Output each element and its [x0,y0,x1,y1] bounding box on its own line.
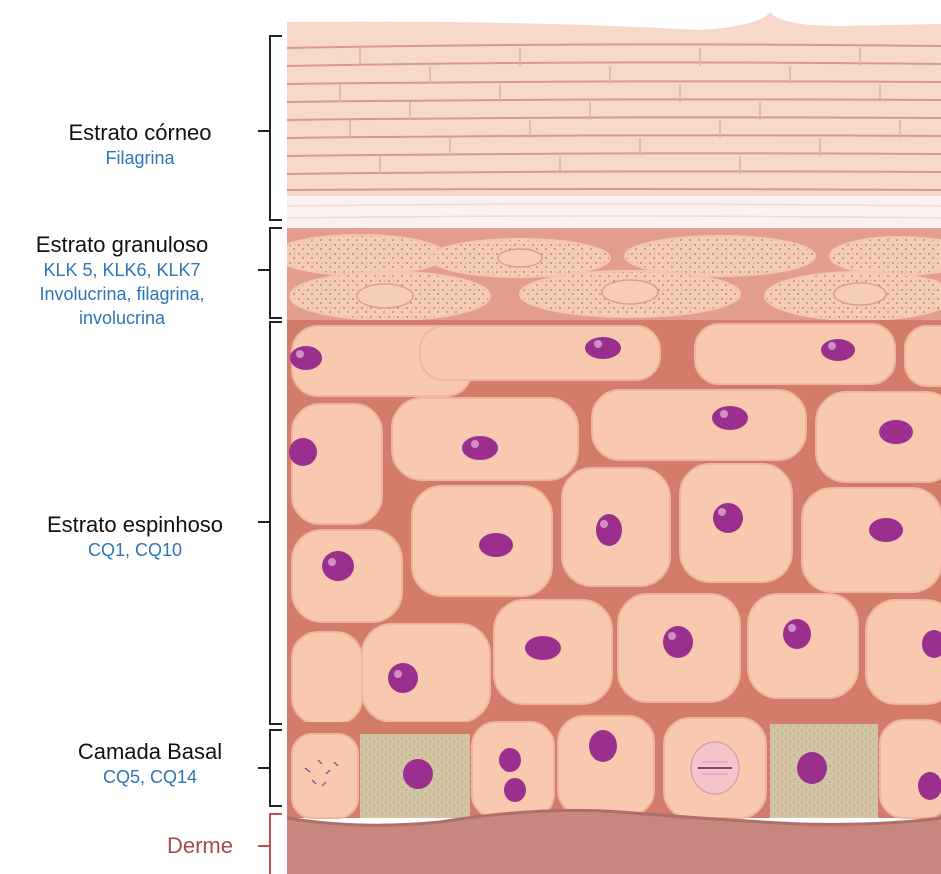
bracket-derme [258,814,282,874]
label-estrato-espinhoso-title: Estrato espinhoso [20,512,250,538]
label-camada-basal-title: Camada Basal [55,739,245,765]
bracket-granuloso [258,228,282,318]
label-estrato-espinhoso: Estrato espinhoso CQ1, CQ10 [20,512,250,562]
label-estrato-espinhoso-protein: CQ1, CQ10 [20,538,250,562]
label-derme-title: Derme [150,833,250,859]
stratum-spinosum-illustration [287,320,941,730]
label-camada-basal-protein: CQ5, CQ14 [55,765,245,789]
label-derme: Derme [150,833,250,859]
label-estrato-granuloso-protein-3: involucrina [2,306,242,330]
stratum-corneum-illustration [287,12,941,232]
label-estrato-granuloso: Estrato granuloso KLK 5, KLK6, KLK7 Invo… [2,232,242,330]
bracket-basal [258,730,282,806]
bracket-espinhoso [258,322,282,724]
label-estrato-corneo-title: Estrato córneo [40,120,240,146]
label-estrato-granuloso-protein-1: KLK 5, KLK6, KLK7 [2,258,242,282]
bracket-corneo [258,36,282,220]
label-estrato-granuloso-title: Estrato granuloso [2,232,242,258]
stratum-granulosum-illustration [275,228,941,326]
label-estrato-corneo-protein: Filagrina [40,146,240,170]
layer-brackets [258,36,282,874]
label-camada-basal: Camada Basal CQ5, CQ14 [55,739,245,789]
label-estrato-corneo: Estrato córneo Filagrina [40,120,240,170]
label-estrato-granuloso-protein-2: Involucrina, filagrina, [2,282,242,306]
basal-layer-illustration [287,716,941,818]
dermis-illustration [287,810,941,874]
